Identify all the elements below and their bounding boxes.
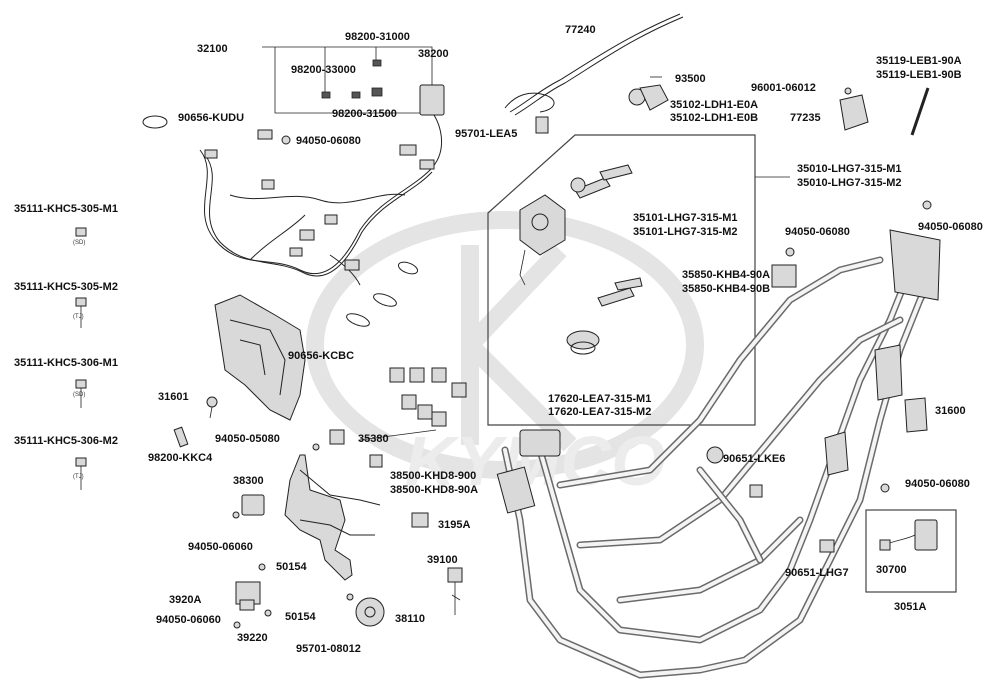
label-3195a[interactable]: 3195A xyxy=(438,519,470,531)
label-94050-06060-b[interactable]: 94050-06060 xyxy=(156,614,221,626)
label-35102-ldh1-e0a[interactable]: 35102-LDH1-E0A xyxy=(670,99,758,111)
relays-drawing xyxy=(359,367,467,468)
label-31600[interactable]: 31600 xyxy=(935,405,966,417)
label-77240[interactable]: 77240 xyxy=(565,24,596,36)
label-98200-31000[interactable]: 98200-31000 xyxy=(345,31,410,43)
seat-lock-drawing xyxy=(628,76,930,136)
tj-note-2: (TJ) xyxy=(73,474,84,480)
wire-harness-drawing xyxy=(199,109,443,286)
label-96001-06012[interactable]: 96001-06012 xyxy=(751,82,816,94)
label-35101-lhg7-315-m2[interactable]: 35101-LHG7-315-M2 xyxy=(633,226,738,238)
choke-cable-drawing xyxy=(504,13,684,134)
relay-38200-drawing xyxy=(419,62,445,116)
label-94050-06080-c[interactable]: 94050-06080 xyxy=(918,221,983,233)
label-93500[interactable]: 93500 xyxy=(675,73,706,85)
label-35010-lhg7-315-m1[interactable]: 35010-LHG7-315-M1 xyxy=(797,163,902,175)
label-35119-leb1-90a[interactable]: 35119-LEB1-90A xyxy=(876,55,962,67)
bracket-and-horn-drawing xyxy=(232,429,463,629)
label-90651-lke6[interactable]: 90651-LKE6 xyxy=(723,453,785,465)
label-38500-khd8-90a[interactable]: 38500-KHD8-90A xyxy=(390,484,478,496)
label-94050-06060-a[interactable]: 94050-06060 xyxy=(188,541,253,553)
label-3920a[interactable]: 3920A xyxy=(169,594,201,606)
label-98200-kkc4[interactable]: 98200-KKC4 xyxy=(148,452,213,464)
clamps-90656-kcbc-drawing xyxy=(346,261,419,327)
label-35010-lhg7-315-m2[interactable]: 35010-LHG7-315-M2 xyxy=(797,177,902,189)
label-3051a[interactable]: 3051A xyxy=(894,601,926,613)
label-38300[interactable]: 38300 xyxy=(233,475,264,487)
label-95701-lea5[interactable]: 95701-LEA5 xyxy=(455,128,517,140)
label-50154-b[interactable]: 50154 xyxy=(285,611,316,623)
key-set-box xyxy=(487,134,790,426)
label-90656-kcbc[interactable]: 90656-KCBC xyxy=(288,350,354,362)
bracket-32100-lines xyxy=(262,46,433,114)
scooter-main-frame xyxy=(496,200,941,679)
label-35111-khc5-305-m1[interactable]: 35111-KHC5-305-M1 xyxy=(14,203,118,215)
label-17620-lea7-315-m2[interactable]: 17620-LEA7-315-M2 xyxy=(548,406,651,418)
fuse-98200-kkc4-drawing xyxy=(173,426,189,448)
label-35850-khb4-90b[interactable]: 35850-KHB4-90B xyxy=(682,283,770,295)
label-35111-khc5-306-m2[interactable]: 35111-KHC5-306-M2 xyxy=(14,435,118,447)
label-35850-khb4-90a[interactable]: 35850-KHB4-90A xyxy=(682,269,770,281)
label-35111-khc5-306-m1[interactable]: 35111-KHC5-306-M1 xyxy=(14,357,118,369)
clamp-90656-kudu-drawing xyxy=(142,115,168,129)
label-38500-khd8-900[interactable]: 38500-KHD8-900 xyxy=(390,470,476,482)
label-35111-khc5-305-m2[interactable]: 35111-KHC5-305-M2 xyxy=(14,281,118,293)
label-17620-lea7-315-m1[interactable]: 17620-LEA7-315-M1 xyxy=(548,393,651,405)
label-94050-06080-b[interactable]: 94050-06080 xyxy=(785,226,850,238)
bolt-94050-06080-a-drawing xyxy=(281,135,291,145)
label-39100[interactable]: 39100 xyxy=(427,554,458,566)
label-35380[interactable]: 35380 xyxy=(358,433,389,445)
label-50154-a[interactable]: 50154 xyxy=(276,561,307,573)
sd-note-1: (SD) xyxy=(73,240,85,246)
inner-cover-drawing xyxy=(206,294,306,421)
label-90656-kudu[interactable]: 90656-KUDU xyxy=(178,112,244,124)
label-30700[interactable]: 30700 xyxy=(876,564,907,576)
sd-note-2: (SD) xyxy=(73,392,85,398)
label-95701-08012[interactable]: 95701-08012 xyxy=(296,643,361,655)
label-98200-33000[interactable]: 98200-33000 xyxy=(291,64,356,76)
label-90651-lhg7[interactable]: 90651-LHG7 xyxy=(785,567,849,579)
label-35119-leb1-90b[interactable]: 35119-LEB1-90B xyxy=(876,69,962,81)
tj-note-1: (TJ) xyxy=(73,314,84,320)
label-94050-06080-a[interactable]: 94050-06080 xyxy=(296,135,361,147)
label-77235[interactable]: 77235 xyxy=(790,112,821,124)
label-38200[interactable]: 38200 xyxy=(418,48,449,60)
label-38110[interactable]: 38110 xyxy=(395,613,425,625)
bulb-sockets-drawing: (SD) (TJ) (SD) (TJ) xyxy=(73,227,87,490)
label-98200-31500[interactable]: 98200-31500 xyxy=(332,108,397,120)
label-35102-ldh1-e0b[interactable]: 35102-LDH1-E0B xyxy=(670,112,758,124)
fuse-clips-drawing xyxy=(321,59,383,99)
label-31601[interactable]: 31601 xyxy=(158,391,189,403)
label-94050-06080-d[interactable]: 94050-06080 xyxy=(905,478,970,490)
label-39220[interactable]: 39220 xyxy=(237,632,268,644)
label-32100[interactable]: 32100 xyxy=(197,43,228,55)
part-labels: 32100 98200-31000 38200 98200-33000 9820… xyxy=(14,24,983,655)
label-94050-05080[interactable]: 94050-05080 xyxy=(215,433,280,445)
ignition-coil-box xyxy=(865,509,957,593)
label-35101-lhg7-315-m1[interactable]: 35101-LHG7-315-M1 xyxy=(633,212,738,224)
